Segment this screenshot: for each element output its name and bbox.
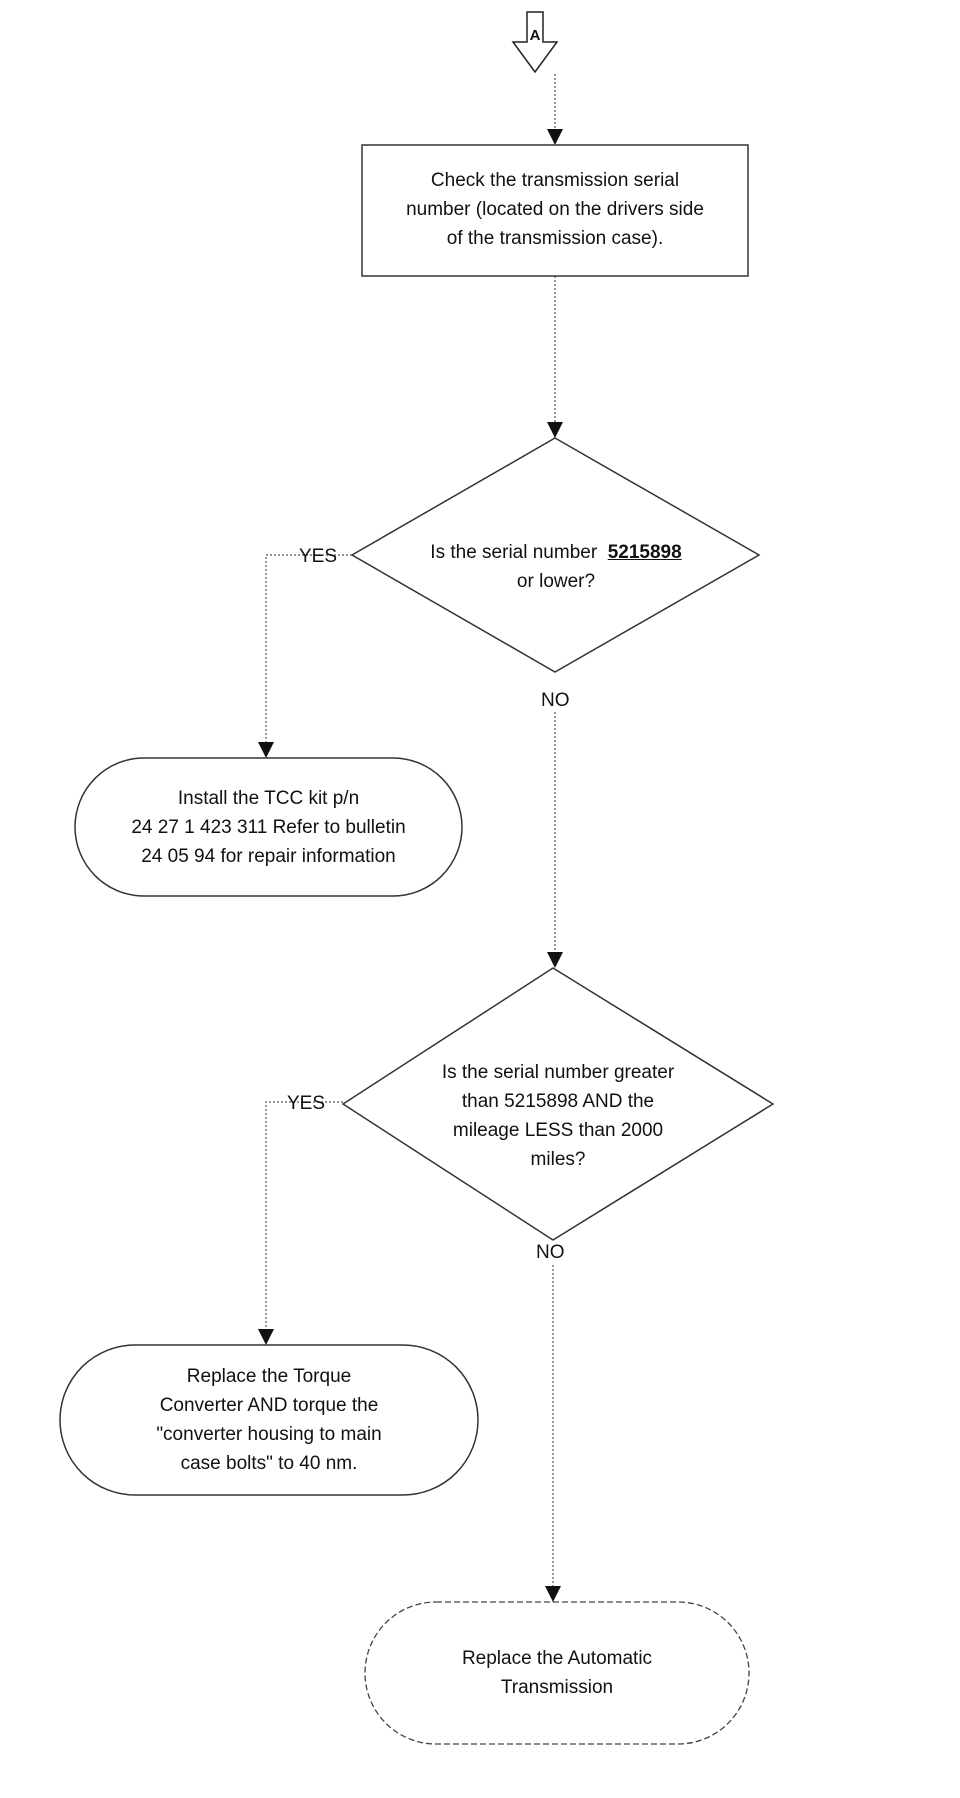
decision-1-line-2: or lower?: [516, 571, 596, 592]
transmission-line-1: Replace the Automatic: [461, 1648, 653, 1669]
check-serial-line-3: of the transmission case).: [446, 228, 664, 249]
tcc-line-3: 24 05 94 for repair information: [141, 846, 396, 867]
decision-2-line-2: than 5215898 AND the: [461, 1091, 655, 1112]
decision-2-line-3: mileage LESS than 2000: [452, 1120, 664, 1141]
transmission-line-2: Transmission: [500, 1677, 614, 1698]
edge-decision-1-yes: [258, 554, 352, 758]
decision-1-serial-value: 5215898: [607, 542, 682, 563]
edge-decision-2-yes: [258, 1101, 343, 1345]
decision-1-no-label: NO: [541, 690, 570, 711]
decision-1-diamond: [350, 437, 761, 673]
torque-line-2: Converter AND torque the: [159, 1395, 379, 1416]
terminal-torque-text: Replace the Torque Converter AND torque …: [60, 1362, 478, 1478]
decision-1-yes-label: YES: [299, 546, 338, 567]
decision-2-diamond: [341, 967, 775, 1241]
decision-2-yes-label: YES: [287, 1093, 326, 1114]
decision-2-no-label: NO: [536, 1242, 565, 1263]
check-serial-line-2: number (located on the drivers side: [406, 199, 704, 220]
terminal-tcc-shape: [74, 757, 463, 897]
torque-line-3: "converter housing to main: [156, 1424, 382, 1445]
check-serial-line-1: Check the transmission serial: [430, 170, 680, 191]
terminal-tcc-text: Install the TCC kit p/n 24 27 1 423 311 …: [75, 784, 462, 871]
terminal-torque-shape: [59, 1344, 479, 1496]
decision-1-line-1: Is the serial number 5215898: [372, 538, 740, 567]
connector-a-label: A: [529, 27, 541, 44]
process-check-serial-text: Check the transmission serial number (lo…: [362, 166, 748, 253]
terminal-transmission-text: Replace the Automatic Transmission: [365, 1644, 749, 1702]
decision-2-line-4: miles?: [530, 1149, 586, 1170]
decision-2-line-1: Is the serial number greater: [441, 1062, 675, 1083]
connector-a-shape: [511, 11, 559, 74]
tcc-line-2: 24 27 1 423 311 Refer to bulletin: [131, 817, 406, 838]
decision-1-question: Is the serial number 5215898 or lower?: [372, 538, 740, 596]
tcc-line-1: Install the TCC kit p/n: [177, 788, 360, 809]
torque-line-4: case bolts" to 40 nm.: [180, 1453, 358, 1474]
decision-2-question: Is the serial number greater than 521589…: [408, 1058, 708, 1174]
decision-1-prefix: Is the serial number: [430, 542, 598, 563]
process-check-serial-box: [361, 144, 749, 277]
torque-line-1: Replace the Torque: [186, 1366, 352, 1387]
terminal-transmission-shape: [364, 1601, 750, 1745]
